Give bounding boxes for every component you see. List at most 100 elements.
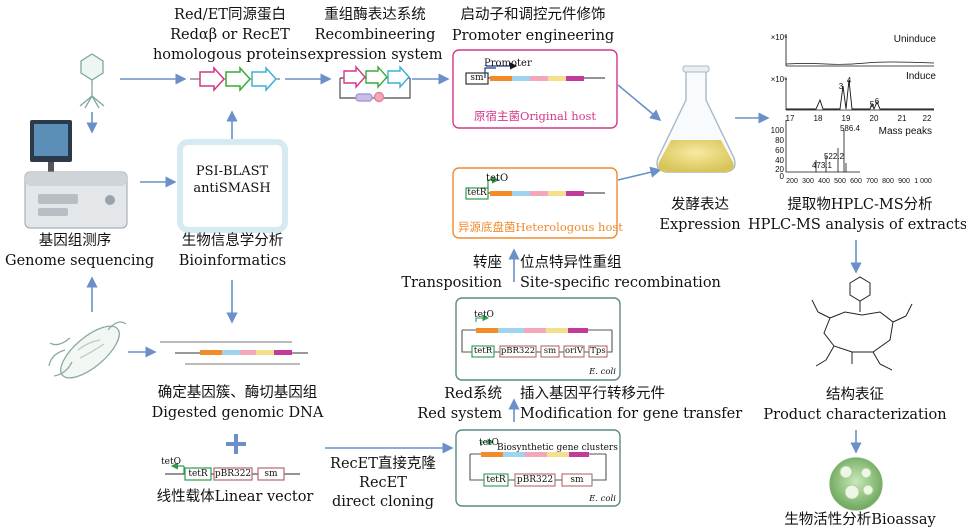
fermentation-flask-icon: [656, 65, 736, 173]
linear-vector-construct: [165, 462, 300, 481]
hplc-induce-label: Induce: [905, 71, 936, 82]
mass-x-400: 400: [818, 178, 830, 185]
transposition-en: Transposition: [401, 275, 502, 291]
transpo-oriv-label: oriV: [564, 346, 584, 356]
recet-plasmid: [469, 438, 607, 487]
insert-title-en: Modification for gene transfer: [520, 406, 743, 422]
genome-sequencer-icon: [24, 120, 128, 229]
bacterium-icon: [48, 321, 127, 379]
original-host-construct: [465, 62, 605, 85]
red-et-title-en2: homologous proteins: [152, 47, 308, 63]
linear-pbr322-label: pBR322: [214, 469, 252, 479]
recombineering-plasmid-icon: [339, 65, 411, 103]
mass-y-0: 0: [779, 172, 784, 181]
red-et-gene-cassette: [190, 66, 280, 92]
genome-title-en: Genome sequencing: [5, 253, 155, 269]
red-system-en: Red system: [417, 406, 502, 422]
linear-teto-label: tetO: [161, 457, 181, 467]
recet-title-en1: RecET: [359, 475, 407, 491]
transpo-pbr322-label: pBR322: [500, 346, 536, 356]
original-host-label: 原宿主菌Original host: [473, 109, 597, 123]
hplc-scale-1: ×10⁶: [770, 33, 788, 42]
transpo-sm-label: sm: [543, 346, 557, 356]
mass-x-800: 800: [882, 178, 894, 185]
digest-title-cn: 确定基因簇、酶切基因组: [157, 385, 318, 401]
hplc-uninduce-label: Uninduce: [893, 34, 936, 45]
hetero-host-label: 异源底盘菌Heterologous host: [458, 220, 623, 234]
product-title-cn: 结构表征: [826, 387, 884, 403]
ferment-title-cn: 发酵表达: [671, 197, 729, 213]
plus-icon: [226, 434, 246, 454]
mass-peak-473: 473.1: [811, 161, 833, 170]
mass-peak-586: 586.4: [839, 124, 861, 133]
mass-x-300: 300: [802, 178, 814, 185]
digested-dna-fragments: [160, 341, 308, 365]
recombineering-title-en1: Recombineering: [314, 27, 436, 43]
mass-peak-522: 522.2: [823, 152, 845, 161]
hetero-tetr-label: tetR: [467, 188, 487, 198]
mass-y-60: 60: [775, 146, 784, 155]
mass-y-80: 80: [775, 136, 784, 145]
hplc-rt-tick-17: 17: [785, 114, 795, 123]
mass-y-100: 100: [770, 126, 784, 135]
recet-sm-label: sm: [570, 475, 584, 485]
red-et-title-cn: Red/ET同源蛋白: [174, 7, 286, 23]
heterologous-host-construct: [465, 176, 605, 200]
bioassay-plate-icon: [829, 457, 883, 511]
promoter-title-en: Promoter engineering: [451, 28, 615, 44]
hplc-peak-4: 4: [846, 76, 852, 85]
mass-x-200: 200: [786, 178, 798, 185]
linear-sm-label: sm: [264, 469, 278, 479]
transposition-plasmid: [461, 314, 613, 358]
transpo-tps-label: Tps: [590, 346, 606, 356]
transpo-teto-label: tetO: [474, 310, 494, 320]
red-et-title-en1: Redαβ or RecET: [170, 27, 290, 43]
original-sm-label: sm: [470, 73, 484, 83]
recet-title-cn: RecET直接克隆: [330, 456, 436, 472]
hplc-peak-3: 3: [838, 82, 844, 91]
mass-y-40: 40: [775, 156, 784, 165]
digest-title-en: Digested genomic DNA: [151, 405, 324, 421]
bioassay-title: 生物活性分析Bioassay: [784, 512, 936, 528]
transposition-ecoli-box: [455, 297, 621, 381]
hplc-rt-tick-18: 18: [813, 114, 823, 123]
chemical-structure-icon: [811, 276, 913, 371]
recet-pbr322-label: pBR322: [516, 475, 554, 485]
bioinfo-tool-antismash: antiSMASH: [193, 181, 271, 196]
recet-tetr-label: tetR: [486, 475, 506, 485]
bioinfo-title-cn: 生物信息学分析: [181, 233, 284, 249]
hplc-peak-5: 5: [869, 100, 875, 109]
hplc-title-en: HPLC-MS analysis of extracts: [748, 217, 966, 233]
heterologous-host-box: [452, 167, 618, 239]
hplc-rt-tick-19: 19: [841, 114, 851, 123]
mass-peaks-label: Mass peaks: [878, 126, 932, 137]
recombineering-title-cn: 重组酶表达系统: [324, 7, 426, 23]
mass-x-1000: 1 000: [914, 178, 932, 185]
hplc-peak-6: 6: [874, 97, 880, 106]
genome-title-cn: 基因组测序: [38, 233, 112, 249]
recombineering-title-en2: expression system: [307, 47, 443, 63]
recet-ecoli-box: [455, 429, 621, 507]
recet-bgc-label: Biosynthetic gene clusters: [497, 443, 618, 453]
promoter-label: Promoter: [484, 58, 532, 69]
mass-y-20: 20: [775, 165, 784, 174]
phage-icon: [79, 53, 105, 109]
hetero-teto-label: tetO: [486, 173, 509, 184]
arrow-hetero-to-flask: [617, 166, 662, 181]
transpo-ecoli-label: E. coli: [589, 367, 616, 377]
mass-x-600: 600: [850, 178, 862, 185]
recet-title-en2: direct cloning: [331, 494, 435, 510]
bioinfo-title-en: Bioinformatics: [178, 253, 287, 269]
site-specific-en: Site-specific recombination: [520, 275, 721, 291]
transpo-tetr-label: tetR: [473, 346, 493, 356]
hplc-rt-tick-22: 22: [922, 114, 932, 123]
promoter-title-cn: 启动子和调控元件修饰: [460, 7, 606, 23]
flow-arrows: [86, 73, 862, 454]
mass-x-700: 700: [866, 178, 878, 185]
red-system-cn: Red系统: [444, 386, 502, 402]
hplc-chromatograms: [785, 34, 935, 173]
original-host-box: [452, 49, 618, 129]
product-title-en: Product characterization: [763, 407, 947, 423]
mass-x-500: 500: [834, 178, 846, 185]
